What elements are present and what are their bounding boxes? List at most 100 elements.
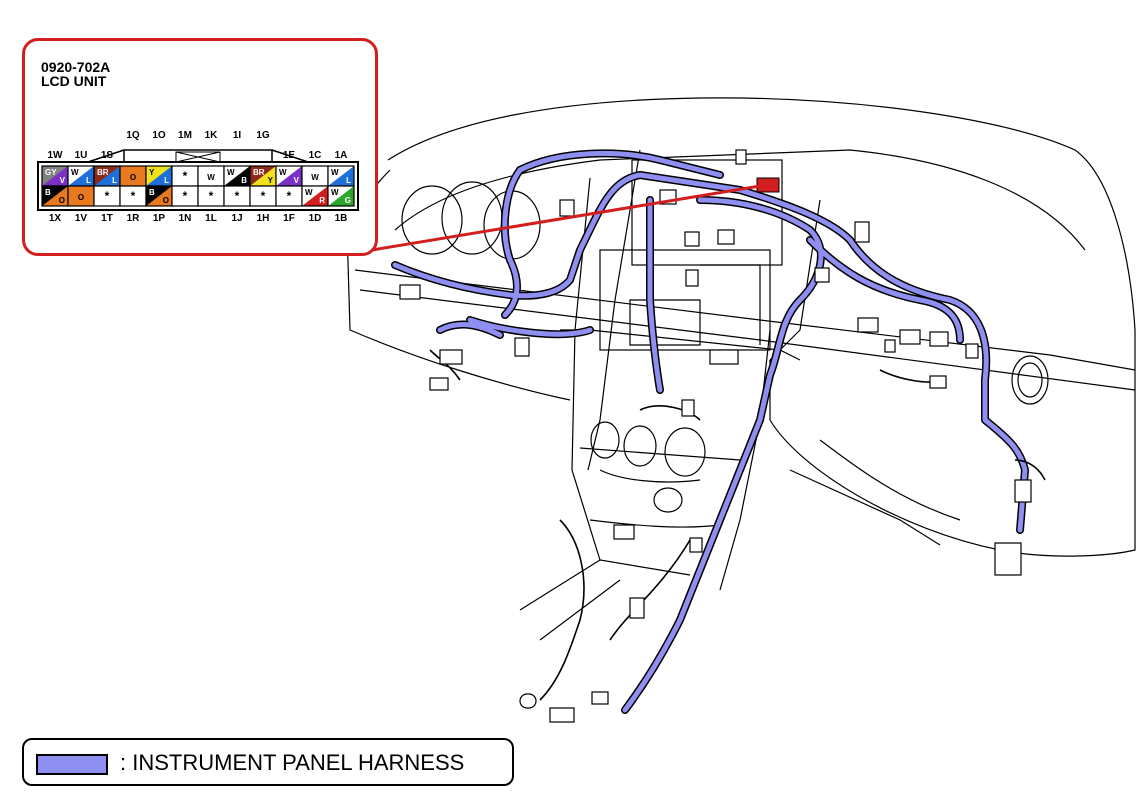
legend-label: : INSTRUMENT PANEL HARNESS [120, 750, 465, 775]
top-pin-1: WL [67, 165, 95, 187]
pin-label-1p: 1P [152, 213, 166, 224]
pin-label-1i: 1I [232, 130, 242, 141]
pin-label-1o: 1O [152, 130, 166, 141]
harness-connectors [399, 149, 1032, 723]
pin-label-1a: 1A [334, 150, 348, 161]
pin-label-1t: 1T [101, 213, 113, 224]
pin-stripe-code: L [346, 176, 351, 185]
pin-stripe-code: V [60, 176, 66, 185]
wire-branches [429, 349, 1046, 701]
pin-color-code: W [279, 168, 287, 177]
top-pin-2: BRL [93, 165, 121, 187]
pin-color-code: * [183, 169, 188, 183]
pin-color-code: W [227, 168, 235, 177]
bottom-pin-6: * [197, 185, 225, 207]
bottom-pin-1: O [67, 185, 95, 207]
pin-label-1h: 1H [256, 213, 270, 224]
pin-color-code: W [331, 188, 339, 197]
lcd-unit-connector [756, 177, 780, 193]
top-pin-7: WB [223, 165, 251, 187]
bottom-pin-5: * [171, 185, 199, 207]
top-pin-3: O [119, 165, 147, 187]
top-pin-4: YL [145, 165, 173, 187]
pin-color-code: W [207, 173, 215, 182]
pin-color-code: W [331, 168, 339, 177]
bottom-pin-3: * [119, 185, 147, 207]
top-pin-9: WV [275, 165, 303, 187]
legend-swatch [36, 754, 108, 775]
pin-label-1d: 1D [308, 213, 322, 224]
pin-label-1m: 1M [178, 130, 192, 141]
top-pin-0: GYV [41, 165, 69, 187]
connector-part-number: 0920-702A [41, 59, 111, 75]
top-pin-5: * [171, 165, 199, 187]
bottom-pin-11: WG [327, 185, 355, 207]
pin-color-code: Y [149, 168, 155, 177]
pin-color-code: W [71, 168, 79, 177]
pin-color-code: * [235, 189, 240, 203]
pin-color-code: B [149, 188, 155, 197]
pin-color-code: W [311, 173, 319, 182]
pin-stripe-code: O [59, 196, 65, 205]
pin-stripe-code: B [241, 176, 247, 185]
legend: : INSTRUMENT PANEL HARNESS [22, 738, 514, 786]
pin-color-code: GY [45, 168, 57, 177]
instrument-panel-harness [391, 149, 1029, 714]
pin-stripe-code: O [163, 196, 169, 205]
pin-stripe-code: L [164, 176, 169, 185]
pin-label-1r: 1R [126, 213, 140, 224]
bottom-pin-10: WR [301, 185, 329, 207]
pin-color-code: BR [253, 168, 265, 177]
bottom-pin-9: * [275, 185, 303, 207]
pin-color-code: * [183, 189, 188, 203]
pin-color-code: O [130, 173, 136, 182]
pin-color-code: O [78, 193, 84, 202]
pin-label-1j: 1J [231, 213, 243, 224]
pin-stripe-code: R [319, 196, 325, 205]
pin-label-1e: 1E [282, 150, 296, 161]
pin-color-code: * [287, 189, 292, 203]
pin-stripe-code: L [86, 176, 91, 185]
pin-label-1x: 1X [48, 213, 62, 224]
top-pin-10: W [301, 165, 329, 187]
pin-color-code: * [209, 189, 214, 203]
pin-label-1w: 1W [47, 150, 63, 161]
pin-color-code: * [261, 189, 266, 203]
pin-label-1v: 1V [74, 213, 88, 224]
pin-label-1g: 1G [256, 130, 270, 141]
connector-tabs [87, 149, 309, 163]
pin-stripe-code: V [294, 176, 300, 185]
pin-label-1q: 1Q [126, 130, 140, 141]
top-pin-11: WL [327, 165, 355, 187]
pin-stripe-code: G [345, 196, 351, 205]
pin-color-code: W [305, 188, 313, 197]
pin-color-code: * [131, 189, 136, 203]
pin-color-code: BR [97, 168, 109, 177]
connector-latch [175, 151, 221, 163]
bottom-pin-7: * [223, 185, 251, 207]
pin-color-code: B [45, 188, 51, 197]
pin-label-1c: 1C [308, 150, 322, 161]
bottom-pin-2: * [93, 185, 121, 207]
callout-leader-line [371, 184, 761, 252]
pin-label-1k: 1K [204, 130, 218, 141]
pin-label-1f: 1F [283, 213, 295, 224]
connector-name: LCD UNIT [41, 73, 107, 89]
pin-color-code: * [105, 189, 110, 203]
bottom-pin-8: * [249, 185, 277, 207]
pin-label-1b: 1B [334, 213, 348, 224]
top-pin-6: W [197, 165, 225, 187]
top-pin-8: BRY [249, 165, 277, 187]
pin-label-1u: 1U [74, 150, 88, 161]
bottom-pin-0: BO [41, 185, 69, 207]
pin-label-1s: 1S [100, 150, 114, 161]
pin-label-1l: 1L [205, 213, 217, 224]
connector-lock-bracket [123, 149, 273, 162]
pin-stripe-code: Y [268, 176, 274, 185]
bottom-pin-4: BO [145, 185, 173, 207]
